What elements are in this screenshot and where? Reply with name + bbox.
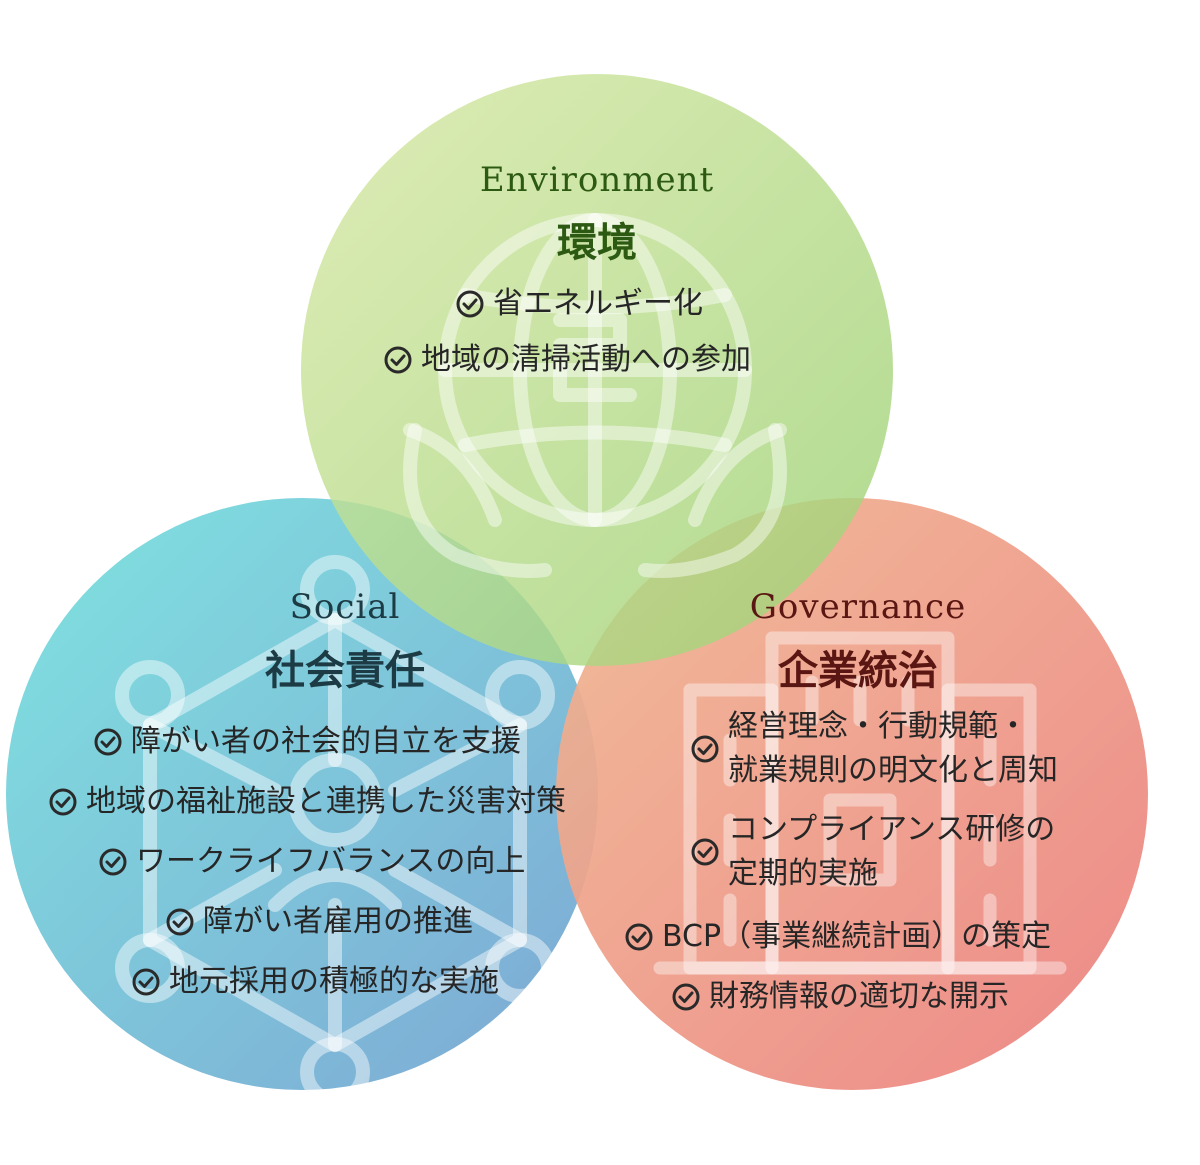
check-circle-icon <box>625 923 653 951</box>
social-english-title: Social <box>289 587 401 627</box>
governance-item-text: 経営理念・行動規範・ 就業規則の明文化と周知 <box>728 705 1058 792</box>
governance-item-text: 財務情報の適切な開示 <box>709 979 1009 1014</box>
governance-english-title: Governance <box>749 587 967 627</box>
governance-item-line: 定期的実施 <box>728 855 878 891</box>
check-circle-icon <box>99 848 127 876</box>
social-item: 地域の福祉施設と連携した災害対策 <box>48 780 566 824</box>
social-item-text: 地域の福祉施設と連携した災害対策 <box>86 784 566 819</box>
social-circle <box>6 498 598 1090</box>
environment-japanese-title: 環境 <box>557 220 637 266</box>
check-circle-icon <box>691 838 719 865</box>
social-item: 障がい者の社会的自立を支援 <box>93 720 521 764</box>
governance-item-line: コンプライアンス研修の <box>728 812 1056 847</box>
environment-item: 地域の清掃活動への参加 <box>383 338 751 382</box>
check-circle-icon <box>132 968 160 996</box>
governance-item: BCP（事業継続計画）の策定 <box>624 915 1051 959</box>
governance-item: 経営理念・行動規範・ 就業規則の明文化と周知 <box>690 705 1058 792</box>
check-circle-icon <box>49 788 77 816</box>
social-item-text: ワークライフバランスの向上 <box>136 844 526 879</box>
environment-item-text: 地域の清掃活動への参加 <box>421 342 751 377</box>
governance-circle <box>556 498 1148 1090</box>
social-japanese-title: 社会責任 <box>265 648 425 694</box>
check-circle-icon <box>384 346 412 374</box>
governance-item-text: コンプライアンス研修の 定期的実施 <box>728 808 1055 895</box>
governance-item-line: 就業規則の明文化と周知 <box>728 752 1058 788</box>
social-item-text: 障がい者の社会的自立を支援 <box>131 724 521 759</box>
governance-item-text: BCP（事業継続計画）の策定 <box>662 919 1052 954</box>
social-item-text: 地元採用の積極的な実施 <box>169 964 499 999</box>
globe-leaves-icon <box>403 213 787 578</box>
check-circle-icon <box>166 908 194 936</box>
social-item: 地元採用の積極的な実施 <box>131 960 499 1004</box>
governance-item-line: 経営理念・行動規範・ <box>728 709 1028 744</box>
environment-item: 省エネルギー化 <box>455 282 703 326</box>
environment-circle <box>301 74 893 666</box>
check-circle-icon <box>672 983 700 1011</box>
social-item-text: 障がい者雇用の推進 <box>203 904 473 939</box>
check-circle-icon <box>691 735 719 762</box>
building-icon <box>653 631 1067 975</box>
check-circle-icon <box>94 728 122 756</box>
environment-item-text: 省エネルギー化 <box>493 286 703 321</box>
environment-english-title: Environment <box>479 160 715 200</box>
governance-japanese-title: 企業統治 <box>778 648 938 694</box>
social-item: 障がい者雇用の推進 <box>165 900 473 944</box>
governance-item: 財務情報の適切な開示 <box>671 975 1009 1019</box>
governance-item: コンプライアンス研修の 定期的実施 <box>690 808 1055 895</box>
social-item: ワークライフバランスの向上 <box>98 840 525 884</box>
check-circle-icon <box>456 290 484 318</box>
